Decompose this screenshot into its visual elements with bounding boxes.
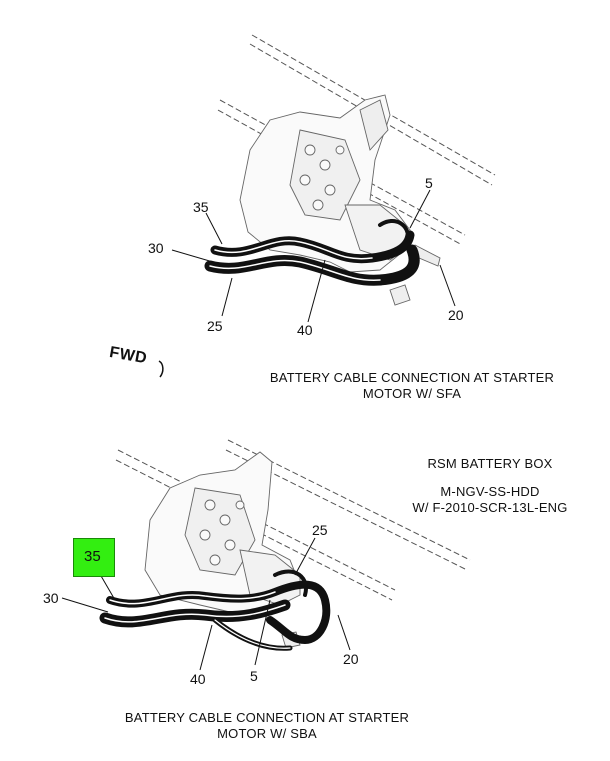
top-callout-35: 35 bbox=[193, 199, 209, 215]
bottom-caption: BATTERY CABLE CONNECTION AT STARTER MOTO… bbox=[117, 710, 417, 742]
bottom-callout-25: 25 bbox=[312, 522, 328, 538]
bottom-callout-30: 30 bbox=[43, 590, 59, 606]
top-leader-lines bbox=[171, 189, 456, 323]
top-caption-line2: MOTOR W/ SFA bbox=[362, 386, 462, 401]
top-caption-line1: BATTERY CABLE CONNECTION AT STARTER bbox=[269, 370, 555, 385]
top-callout-25: 25 bbox=[207, 318, 223, 334]
top-callout-20: 20 bbox=[448, 307, 464, 323]
top-callout-30: 30 bbox=[148, 240, 164, 256]
bottom-callout-5: 5 bbox=[250, 668, 258, 684]
top-callout-5: 5 bbox=[425, 175, 433, 191]
side-notes: RSM BATTERY BOX M-NGV-SS-HDD W/ F-2010-S… bbox=[395, 456, 585, 516]
bottom-callout-40: 40 bbox=[190, 671, 206, 687]
side-notes-line2: W/ F-2010-SCR-13L-ENG bbox=[412, 500, 568, 515]
side-notes-line1: M-NGV-SS-HDD bbox=[440, 484, 540, 499]
bottom-callout-20: 20 bbox=[343, 651, 359, 667]
fwd-arrow-icon bbox=[158, 360, 164, 378]
side-notes-title: RSM BATTERY BOX bbox=[427, 456, 553, 471]
top-callout-40: 40 bbox=[297, 322, 313, 338]
highlighted-callout-label: 35 bbox=[84, 548, 101, 565]
bottom-caption-line1: BATTERY CABLE CONNECTION AT STARTER bbox=[124, 710, 410, 725]
bottom-caption-line2: MOTOR W/ SBA bbox=[217, 726, 317, 741]
top-battery-cables bbox=[204, 219, 420, 286]
highlighted-callout-35[interactable]: 35 bbox=[73, 538, 115, 577]
bottom-battery-cables bbox=[99, 569, 331, 651]
bottom-engine-housing bbox=[144, 451, 301, 649]
top-engine-housing bbox=[239, 94, 441, 306]
top-caption: BATTERY CABLE CONNECTION AT STARTER MOTO… bbox=[262, 370, 562, 402]
